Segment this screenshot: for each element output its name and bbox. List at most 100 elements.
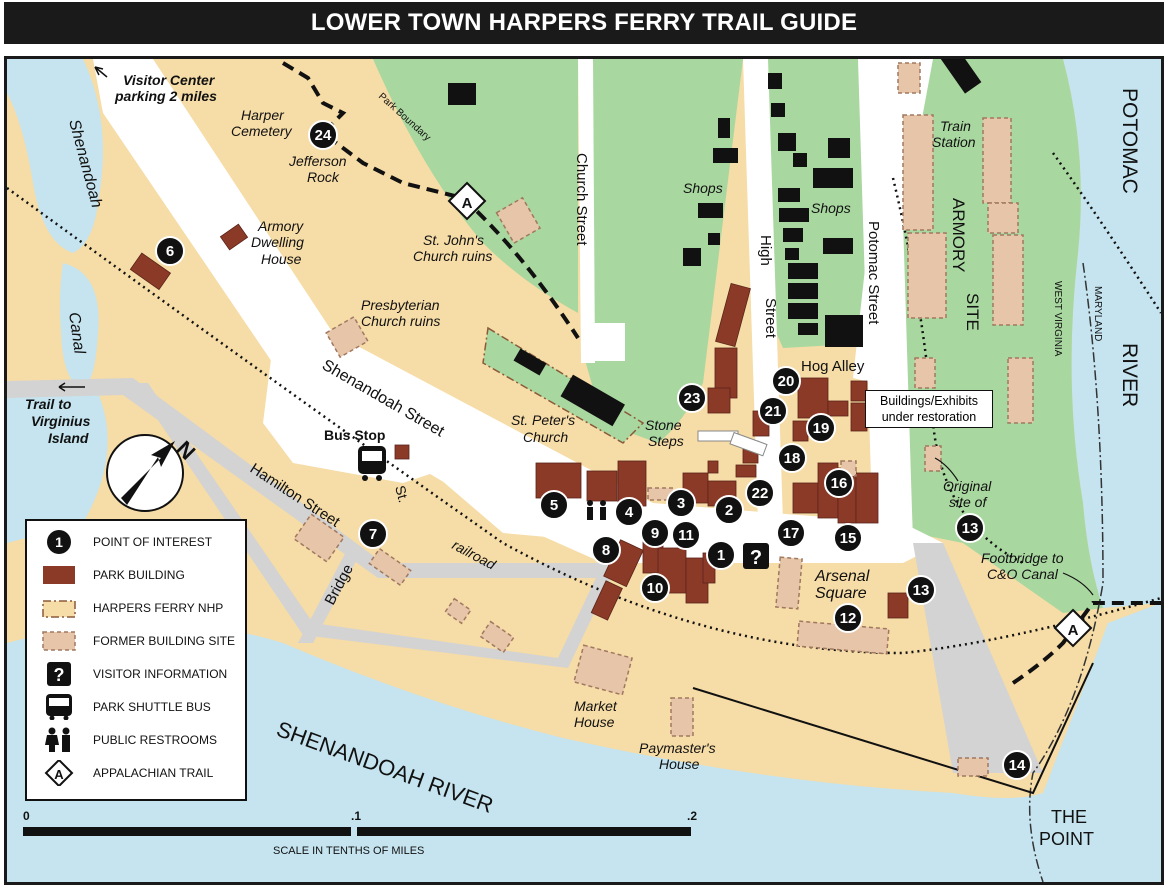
maryland-label: MARYLAND [1092,286,1103,341]
svg-text:13: 13 [913,582,930,599]
poi-marker[interactable]: 8 [591,535,621,565]
road-church-st [578,59,595,363]
svg-text:A: A [462,195,473,212]
poi-marker[interactable]: 14 [1002,750,1032,780]
poi-marker[interactable]: 12 [833,603,863,633]
poi-marker[interactable]: 4 [614,497,644,527]
poi-marker[interactable]: 13 [955,513,985,543]
west-virginia-label: WEST VIRGINIA [1052,281,1063,357]
footbridge-label-2: C&O Canal [987,566,1059,582]
bus-stop-label: Bus Stop [324,427,385,443]
appalachian-trail-marker-icon: A [1053,608,1093,648]
poi-marker[interactable]: 17 [776,518,806,548]
svg-text:A: A [1068,622,1079,639]
scale-segment-1 [23,827,351,836]
poi-marker[interactable]: 21 [758,396,788,426]
original-site-label: Original [943,478,992,494]
paymasters-house-label: Paymaster's [639,740,716,756]
shenandoah-left-water [7,393,108,543]
poi-marker[interactable]: 18 [777,443,807,473]
market-house-label: Market [574,698,618,714]
scale-caption: SCALE IN TENTHS OF MILES [273,845,425,857]
stone-steps-label: Stone [645,417,682,433]
visitor-info-icon[interactable]: ? [743,543,769,569]
svg-text:2: 2 [725,502,733,519]
church-lot [593,323,625,361]
poi-marker[interactable]: 9 [640,518,670,548]
poi-marker[interactable]: 15 [833,523,863,553]
shuttle-bus-icon [46,694,72,721]
svg-text:15: 15 [840,530,857,547]
trail-virginius-label-3: Island [48,430,89,446]
train-station-label-2: Station [932,134,976,150]
stone-steps [697,430,768,457]
jefferson-rock-label: Jefferson [288,153,347,169]
legend-label: PUBLIC RESTROOMS [93,733,218,747]
svg-text:24: 24 [315,127,332,144]
presbyterian-label: Presbyterian [361,297,440,313]
poi-marker[interactable]: 23 [677,383,707,413]
shops-label-2: Shops [811,200,851,216]
restoration-note: Buildings/Exhibits under restoration [865,390,993,428]
scale-tick-2: .2 [687,809,698,823]
market-house-label-2: House [574,714,615,730]
poi-marker[interactable]: 16 [824,468,854,498]
park-building-icon [43,566,75,584]
poi-marker[interactable]: 22 [745,478,775,508]
poi-marker[interactable]: 13 [906,575,936,605]
restoration-line-1: Buildings/Exhibits [880,394,978,408]
former-building-sites [292,62,1034,777]
svg-text:18: 18 [784,450,801,467]
legend-label: HARPERS FERRY NHP [93,601,224,615]
shenandoah-channel [7,59,103,253]
park-green-armory [883,59,1103,613]
svg-text:11: 11 [678,527,694,544]
poi-marker[interactable]: 20 [771,366,801,396]
scale-tick-0: 0 [23,809,30,823]
armory-dwelling-label-2: Dwelling [251,234,304,250]
legend-item-appalachian-trail: A APPALACHIAN TRAIL [27,758,247,788]
legend-label: PARK BUILDING [93,568,185,582]
poi-marker[interactable]: 5 [539,490,569,520]
svg-text:8: 8 [602,542,610,559]
poi-markers[interactable]: 24 6 23 20 21 19 18 16 22 5 4 3 2 9 11 1… [155,120,1032,780]
poi-marker[interactable]: 24 [308,120,338,150]
armory-site-label-2: SITE [963,293,982,331]
arsenal-square-label-2: Square [815,585,867,602]
legend-label: FORMER BUILDING SITE [93,634,236,648]
st-peters-label-2: Church [523,429,568,445]
restroom-icon [45,727,70,752]
arsenal-square-label: Arsenal [814,568,870,585]
poi-marker[interactable]: 6 [155,236,185,266]
legend-item-nhp: HARPERS FERRY NHP [27,595,247,621]
restroom-icon [587,500,606,520]
stone-steps-label-2: Steps [648,433,684,449]
legend-label: POINT OF INTEREST [93,535,213,549]
appalachian-trail-marker-icon: A [447,181,487,221]
poi-marker[interactable]: 2 [714,495,744,525]
river-label: RIVER [1118,343,1141,407]
bus-stop-icon [358,446,386,481]
poi-marker[interactable]: 10 [640,573,670,603]
canal-label: Canal [65,311,88,355]
svg-text:23: 23 [684,390,701,407]
svg-text:?: ? [54,665,65,685]
jefferson-rock-label-2: Rock [307,169,340,185]
paymasters-house-label-2: House [659,756,700,772]
potomac-label: POTOMAC [1118,88,1141,194]
harper-cemetery-label: Harper [241,107,285,123]
st-johns-label: St. John's [423,232,484,248]
poi-marker[interactable]: 7 [358,519,388,549]
svg-text:21: 21 [765,403,782,420]
poi-marker[interactable]: 3 [666,488,696,518]
svg-text:20: 20 [778,373,795,390]
former-building-icon [42,631,76,651]
poi-marker[interactable]: 11 [671,520,701,550]
svg-text:1: 1 [55,534,63,550]
poi-marker[interactable]: 1 [706,540,736,570]
poi-marker[interactable]: 19 [806,413,836,443]
map-canvas[interactable]: N ? A A 24 6 23 20 21 19 18 16 22 5 4 3 [7,59,1161,882]
map-frame: N ? A A 24 6 23 20 21 19 18 16 22 5 4 3 [4,56,1164,885]
svg-text:4: 4 [625,504,634,521]
svg-text:3: 3 [677,495,685,512]
